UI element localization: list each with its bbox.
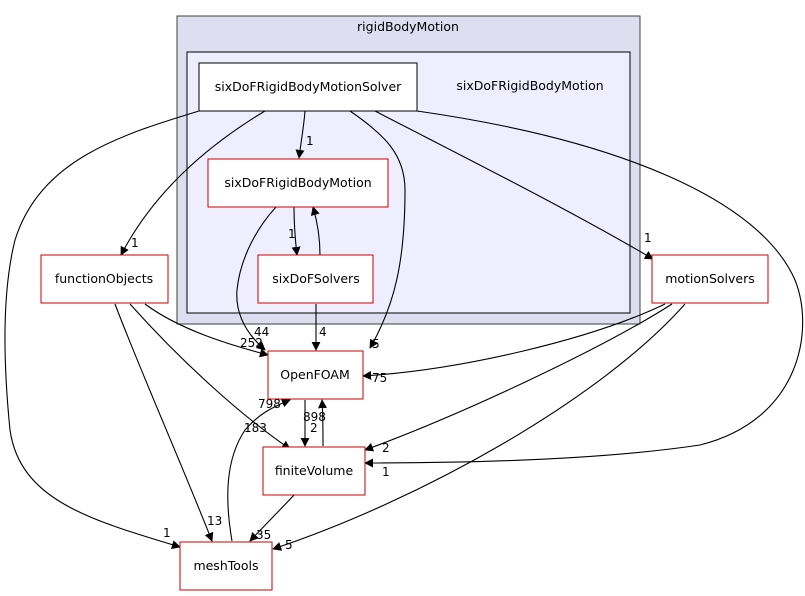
edge-label-sixdof_motion-to-sixdof_solvers: 1 — [288, 227, 296, 241]
edge-sixdof_motion-to-sixdof_solvers — [291, 206, 301, 256]
cluster-sixdofrigidbodymotion-label: sixDoFRigidBodyMotion — [456, 78, 603, 93]
edge-solver-to-sixdof_motion — [295, 110, 306, 159]
node-sixdofrigidbodymotion-label: sixDoFRigidBodyMotion — [224, 175, 371, 190]
node-finitevolume-label: finiteVolume — [275, 463, 354, 478]
edge-finite_volume-to-mesh_tools — [249, 493, 296, 542]
edge-label-solver-to-mesh_tools: 1 — [163, 526, 171, 540]
edge-label-finite_volume-to-mesh_tools: 35 — [256, 528, 271, 542]
node-sixdofsolvers-label: sixDoFSolvers — [272, 271, 359, 286]
node-finitevolume[interactable]: finiteVolume — [262, 446, 366, 496]
edge-solver-to-openfoam — [349, 110, 406, 349]
edge-solver-to-finite_volume — [364, 110, 804, 468]
edge-function_objects-to-openfoam — [144, 303, 269, 358]
node-sixdofrigidbodymotionsolver-label: sixDoFRigidBodyMotionSolver — [215, 79, 402, 94]
edge-sixdof_solvers-to-sixdof_motion — [310, 206, 321, 256]
edge-label-solver-to-function_objects: 1 — [131, 236, 139, 250]
edge-label-function_objects-to-openfoam: 252 — [240, 336, 263, 350]
cluster-rigidbodymotion-label: rigidBodyMotion — [357, 19, 459, 34]
edge-label-motion_solvers-to-finite_volume: 2 — [382, 441, 390, 455]
edge-solver-to-function_objects — [120, 110, 266, 256]
edge-label-function_objects-to-mesh_tools: 13 — [207, 514, 222, 528]
node-openfoam-label: OpenFOAM — [280, 367, 350, 382]
edge-label-solver-to-openfoam: 5 — [372, 337, 380, 351]
edge-label-motion_solvers-to-openfoam: 75 — [372, 371, 387, 385]
edge-function_objects-to-mesh_tools — [114, 303, 214, 542]
edge-label-sixdof_motion-to-openfoam: 44 — [254, 325, 269, 339]
edge-motion_solvers-to-finite_volume — [364, 303, 673, 452]
edge-label-solver-to-motion_solvers: 1 — [644, 231, 652, 245]
edge-label-mesh_tools-to-openfoam: 798 — [258, 397, 281, 411]
node-sixdofrigidbodymotion[interactable]: sixDoFRigidBodyMotion — [207, 158, 389, 208]
node-functionobjects[interactable]: functionObjects — [40, 254, 169, 304]
edge-motion_solvers-to-mesh_tools — [272, 303, 686, 551]
edge-solver-to-mesh_tools — [4, 110, 200, 549]
edge-solver-to-motion_solvers — [374, 110, 654, 260]
edge-label-sixdof_solvers-to-openfoam: 4 — [319, 325, 327, 339]
edge-sixdof_motion-to-openfoam — [236, 206, 277, 351]
edge-label-openfoam-to-finite_volume: 2 — [310, 421, 318, 435]
edge-motion_solvers-to-openfoam — [362, 303, 666, 380]
node-motionsolvers-label: motionSolvers — [665, 271, 755, 286]
node-openfoam[interactable]: OpenFOAM — [267, 350, 364, 400]
node-meshtools-label: meshTools — [193, 558, 258, 573]
edge-label-solver-to-finite_volume: 1 — [382, 465, 390, 479]
node-motionsolvers[interactable]: motionSolvers — [651, 254, 769, 304]
edge-label-finite_volume-to-openfoam: 898 — [303, 410, 326, 424]
node-meshtools[interactable]: meshTools — [179, 541, 273, 591]
node-functionobjects-label: functionObjects — [55, 271, 153, 286]
node-sixdofsolvers[interactable]: sixDoFSolvers — [257, 254, 374, 304]
edge-mesh_tools-to-openfoam — [227, 398, 291, 542]
node-sixdofrigidbodymotionsolver[interactable]: sixDoFRigidBodyMotionSolver — [198, 62, 418, 112]
edge-function_objects-to-finite_volume — [129, 303, 291, 450]
edge-finite_volume-to-openfoam — [318, 399, 328, 447]
edge-label-motion_solvers-to-mesh_tools: 5 — [285, 538, 293, 552]
edge-label-solver-to-sixdof_motion: 1 — [306, 134, 314, 148]
